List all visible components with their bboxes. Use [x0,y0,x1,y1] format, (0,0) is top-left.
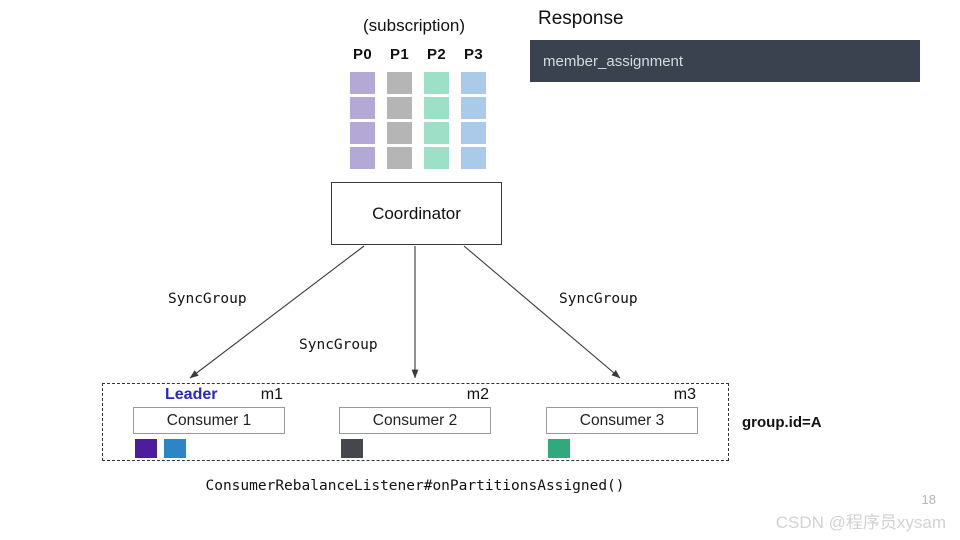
partition-cell [387,72,412,94]
partition-grid: P0 P1 P2 P3 [350,46,486,169]
assigned-partitions-row [548,439,698,458]
partition-header: P3 [464,46,483,63]
partition-column-p0: P0 [350,46,375,169]
consumer-label: Consumer 3 [579,411,665,429]
partition-cells [461,72,486,169]
partition-cell [461,97,486,119]
page-number: 18 [921,492,936,507]
consumer-meta-row: Leader m1 [133,386,285,407]
partition-cell [350,122,375,144]
partition-header: P0 [353,46,372,63]
rebalance-listener-callout: ConsumerRebalanceListener#onPartitionsAs… [205,478,625,494]
response-field-box: member_assignment [530,40,920,82]
partition-header: P1 [390,46,409,63]
consumer-meta-row: m3 [546,386,698,407]
partition-cells [350,72,375,169]
coordinator-node: Coordinator [331,182,502,245]
assigned-partitions-row [135,439,285,458]
assigned-partition-swatch [135,439,157,458]
partition-cells [424,72,449,169]
assigned-partitions-row [341,439,491,458]
group-id-label: group.id=A [742,414,822,431]
partition-cell [461,72,486,94]
partition-cell [387,122,412,144]
consumer-label: Consumer 1 [166,411,252,429]
partition-cell [387,97,412,119]
arrow-coordinator-to-consumer3 [463,245,621,379]
partition-cell [350,147,375,169]
response-field-label: member_assignment [543,52,684,70]
syncgroup-label-right: SyncGroup [559,291,638,307]
partition-column-p1: P1 [387,46,412,169]
consumer-label: Consumer 2 [372,411,458,429]
partition-cell [424,97,449,119]
member-id-label: m3 [673,386,696,403]
response-title: Response [538,8,624,29]
member-id-label: m1 [260,386,283,403]
assigned-partition-swatch [341,439,363,458]
consumer-meta-row: m2 [339,386,491,407]
consumer-node: Consumer 1 [133,407,285,434]
watermark: CSDN @程序员xysam [775,513,946,532]
syncgroup-label-left: SyncGroup [168,291,247,307]
arrow-coordinator-to-consumer1 [189,245,365,379]
assigned-partition-swatch [548,439,570,458]
leader-tag: Leader [165,386,218,403]
subscription-label: (subscription) [363,16,466,35]
consumer-node: Consumer 2 [339,407,491,434]
partition-cell [387,147,412,169]
partition-cell [424,72,449,94]
coordinator-label: Coordinator [372,203,461,223]
partition-cell [461,122,486,144]
partition-cell [424,122,449,144]
partition-cell [424,147,449,169]
consumer-group-boundary [102,383,729,461]
member-id-label: m2 [466,386,489,403]
partition-column-p2: P2 [424,46,449,169]
assigned-partition-swatch [164,439,186,458]
partition-cell [350,97,375,119]
syncgroup-label-middle: SyncGroup [299,337,378,353]
consumer-node: Consumer 3 [546,407,698,434]
partition-cells [387,72,412,169]
partition-header: P2 [427,46,446,63]
partition-cell [461,147,486,169]
partition-cell [350,72,375,94]
partition-column-p3: P3 [461,46,486,169]
